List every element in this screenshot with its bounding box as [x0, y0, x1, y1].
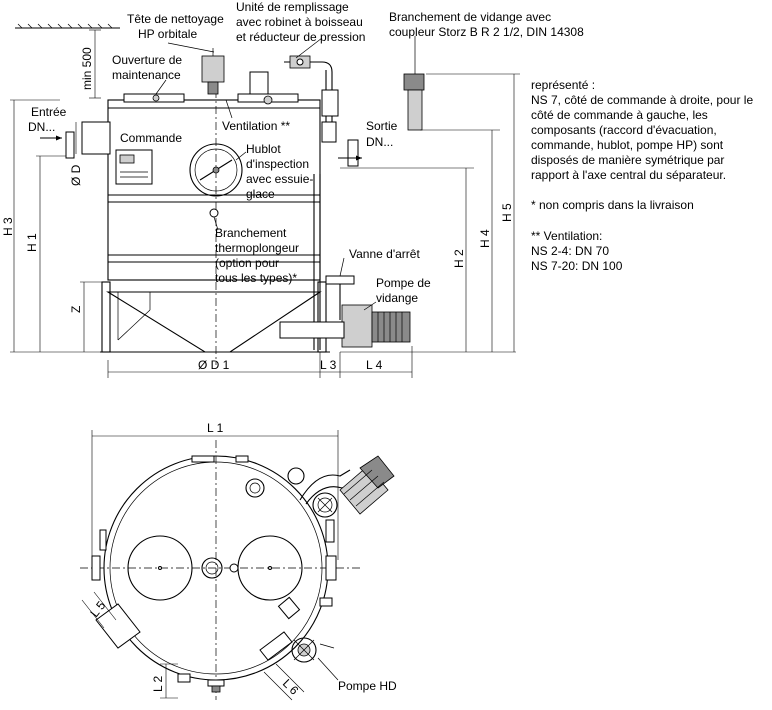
label-cleaning-head-2: HP orbitale — [138, 27, 197, 41]
label-thermo-3: (option pour — [215, 256, 279, 270]
hp-pump-plan — [291, 637, 317, 663]
label-window-2: d'inspection — [246, 157, 309, 171]
label-valve: Vanne d'arrêt — [349, 247, 420, 261]
inlet-pipe — [81, 121, 111, 155]
label-l4: L 4 — [366, 358, 383, 372]
label-h5: H 5 — [500, 203, 514, 222]
label-z: Z — [69, 306, 83, 313]
label-h1: H 1 — [25, 233, 39, 252]
label-window-4: glace — [246, 187, 275, 201]
plan-view — [80, 430, 395, 701]
label-thermo-1: Branchement — [215, 226, 287, 240]
note-line-11: NS 7-20: DN 100 — [531, 259, 623, 273]
label-outlet-1: Sortie — [366, 119, 398, 133]
label-filling-3: et réducteur de pression — [236, 30, 365, 44]
label-thermo-4: tous les types)* — [215, 271, 297, 285]
drain-valve-plan — [312, 492, 338, 518]
note-line-8: * non compris dans la livraison — [531, 198, 694, 212]
inspection-window-side — [189, 143, 243, 197]
label-h2: H 2 — [452, 249, 466, 268]
label-pump-hd: Pompe HD — [338, 679, 397, 693]
label-drain-conn-1: Branchement de vidange avec — [389, 10, 551, 24]
note-line-3: côté de commande à gauche, les — [531, 108, 708, 122]
label-filling-1: Unité de remplissage — [236, 0, 349, 14]
shutoff-valve — [325, 275, 355, 285]
label-maintenance-1: Ouverture de — [112, 53, 182, 67]
label-od1: Ø D 1 — [198, 358, 230, 372]
hp-cleaning-head — [201, 55, 225, 83]
label-pump-1: Pompe de — [376, 276, 431, 290]
note-line-5: commande, hublot, pompe HP) sont — [531, 138, 724, 152]
plan-view-labels: L 1 L 5 L 2 L 6 Pompe HD — [87, 421, 397, 698]
note-line-1: représenté : — [531, 78, 595, 92]
label-thermo-2: thermoplongeur — [215, 241, 299, 255]
label-l3: L 3 — [320, 358, 337, 372]
note-line-7: rapport à l'axe central du séparateur. — [531, 168, 726, 182]
label-cleaning-head-1: Tête de nettoyage — [127, 12, 224, 26]
label-l1: L 1 — [207, 421, 224, 435]
note-line-2: NS 7, côté de commande à droite, pour le — [531, 93, 753, 107]
side-view-labels: Tête de nettoyage HP orbitale Unité de r… — [1, 0, 584, 372]
label-ventilation: Ventilation ** — [222, 119, 290, 133]
label-l2: L 2 — [151, 675, 165, 692]
label-min500: min 500 — [80, 47, 94, 90]
notes: représenté : NS 7, côté de commande à dr… — [531, 78, 753, 273]
label-h4: H 4 — [478, 229, 492, 248]
note-line-4: composants (raccord d'évacuation, — [531, 123, 717, 137]
label-window-1: Hublot — [246, 142, 281, 156]
label-l6: L 6 — [280, 676, 302, 698]
label-window-3: avec essuie- — [246, 172, 313, 186]
label-outlet-2: DN... — [366, 135, 393, 149]
label-maintenance-2: maintenance — [112, 68, 181, 82]
side-view — [10, 23, 520, 378]
storz-coupler — [403, 73, 425, 91]
drain-pump-side — [341, 304, 373, 348]
note-line-10: NS 2-4: DN 70 — [531, 244, 609, 258]
label-control: Commande — [120, 131, 182, 145]
note-line-9: ** Ventilation: — [531, 229, 602, 243]
note-line-6: disposés de manière symétrique par — [531, 153, 724, 167]
label-drain-conn-2: coupleur Storz B R 2 1/2, DIN 14308 — [389, 25, 584, 39]
label-pump-2: vidange — [376, 291, 418, 305]
label-h3: H 3 — [1, 217, 15, 236]
label-inlet-1: Entrée — [31, 105, 67, 119]
label-inlet-2: DN... — [28, 120, 55, 134]
label-filling-2: avec robinet à boisseau — [236, 15, 363, 29]
label-od: Ø D — [69, 164, 83, 186]
